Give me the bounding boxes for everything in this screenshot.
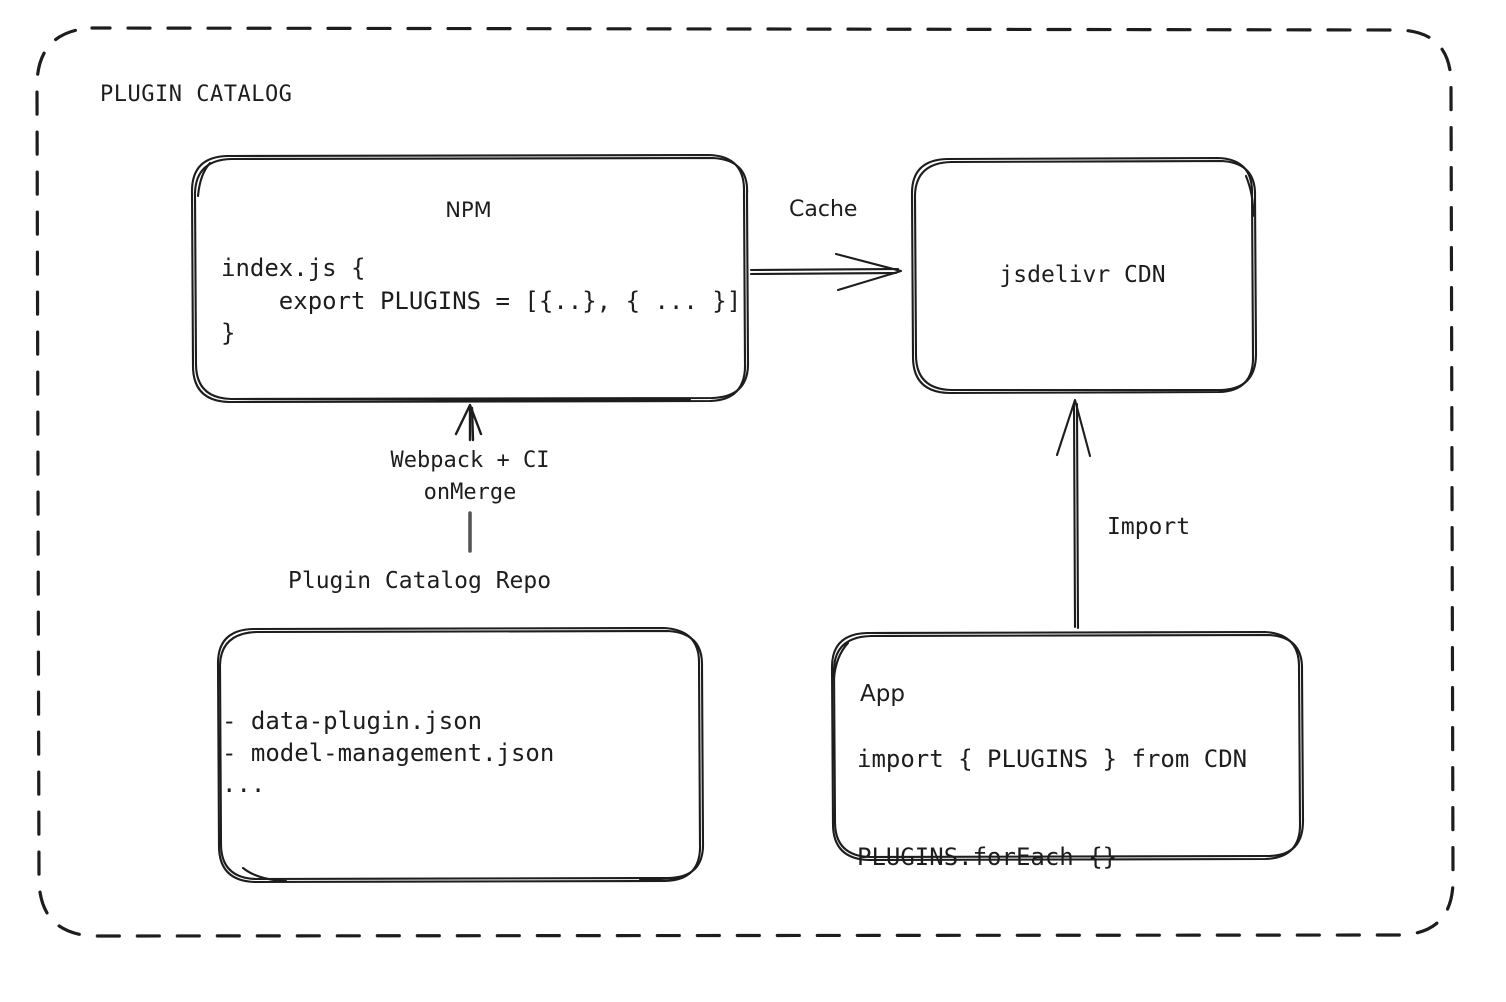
repo-node-caption: Plugin Catalog Repo <box>288 568 552 594</box>
edge-cache-arrow <box>749 252 903 292</box>
npm-node-title: NPM <box>445 198 492 222</box>
repo-node-items: - data-plugin.json - model-management.js… <box>222 707 555 799</box>
edge-import-arrow <box>1055 398 1092 630</box>
app-node-code: import { PLUGINS } from CDN PLUGINS.forE… <box>857 745 1248 872</box>
edge-label-cache: Cache <box>789 197 858 222</box>
npm-node-code: index.js { export PLUGINS = [{..}, { ...… <box>221 254 742 348</box>
cdn-node-title: jsdelivr CDN <box>999 262 1166 288</box>
app-node-title: App <box>860 681 905 707</box>
page-title: PLUGIN CATALOG <box>100 82 293 107</box>
edge-label-import: Import <box>1107 514 1191 540</box>
edge-label-build: Webpack + CI onMerge <box>390 448 550 505</box>
